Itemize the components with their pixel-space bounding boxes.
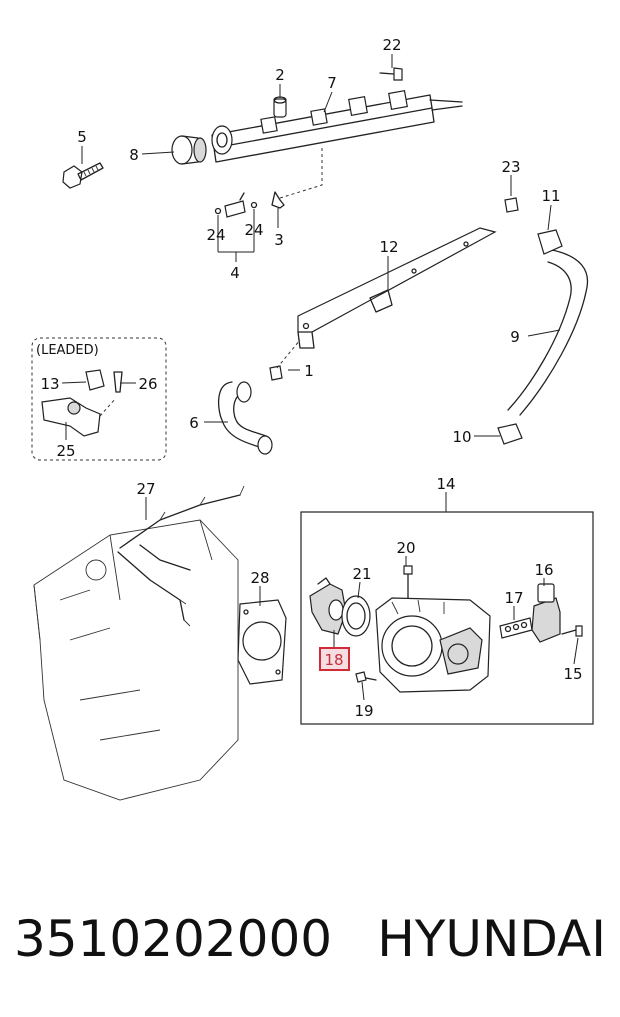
callout-21: 21 — [352, 565, 371, 583]
bolt-22-part — [379, 67, 403, 81]
injector-part — [214, 192, 258, 218]
callout-5: 5 — [77, 128, 87, 146]
callout-20: 20 — [396, 539, 415, 557]
bolt-1-part — [269, 339, 301, 381]
callout-10: 10 — [452, 428, 471, 446]
callout-24b: 24 — [244, 221, 263, 239]
bolt-5-part — [62, 162, 104, 189]
pressure-regulator-part — [171, 135, 207, 165]
engine-block-part — [33, 485, 245, 801]
leaded-inset — [31, 337, 167, 461]
callout-18: 18 — [324, 651, 343, 669]
fuel-rail-part — [211, 90, 463, 163]
parts-diagram: 22 2 7 5 8 23 11 24 24 3 4 12 9 1 6 10 (… — [31, 36, 594, 801]
callout-25: 25 — [56, 442, 75, 460]
callout-22: 22 — [382, 36, 401, 54]
part-number: 3510202000 — [14, 910, 333, 968]
throttle-body-box — [300, 511, 594, 725]
callout-16: 16 — [534, 561, 553, 579]
callout-4: 4 — [230, 264, 240, 282]
callout-2: 2 — [275, 66, 285, 84]
callout-7: 7 — [327, 74, 337, 92]
callout-17: 17 — [504, 589, 523, 607]
inset-label: (LEADED) — [36, 343, 99, 358]
callout-13: 13 — [40, 375, 59, 393]
callout-26: 26 — [138, 375, 157, 393]
callout-24a: 24 — [206, 226, 225, 244]
callout-11: 11 — [541, 187, 560, 205]
bracket-12-part — [297, 227, 497, 349]
callout-6: 6 — [189, 414, 199, 432]
callout-28: 28 — [250, 569, 269, 587]
leader-lines — [61, 54, 579, 701]
hose-6-part — [218, 381, 273, 455]
callout-27: 27 — [136, 480, 155, 498]
callout-1: 1 — [304, 362, 314, 380]
callout-12: 12 — [379, 238, 398, 256]
rail-insulator-part — [273, 96, 287, 118]
gasket-28-part — [237, 599, 287, 685]
clip-3-part — [271, 145, 323, 209]
callout-15: 15 — [563, 665, 582, 683]
callout-8: 8 — [129, 146, 139, 164]
callout-3: 3 — [274, 231, 284, 249]
callout-19: 19 — [354, 702, 373, 720]
brand-name: HYUNDAI — [377, 910, 606, 968]
callout-9: 9 — [510, 328, 520, 346]
callout-23: 23 — [501, 158, 520, 176]
callout-14: 14 — [436, 475, 455, 493]
highlight-box-18 — [319, 647, 350, 671]
hose-9-part — [497, 197, 589, 445]
